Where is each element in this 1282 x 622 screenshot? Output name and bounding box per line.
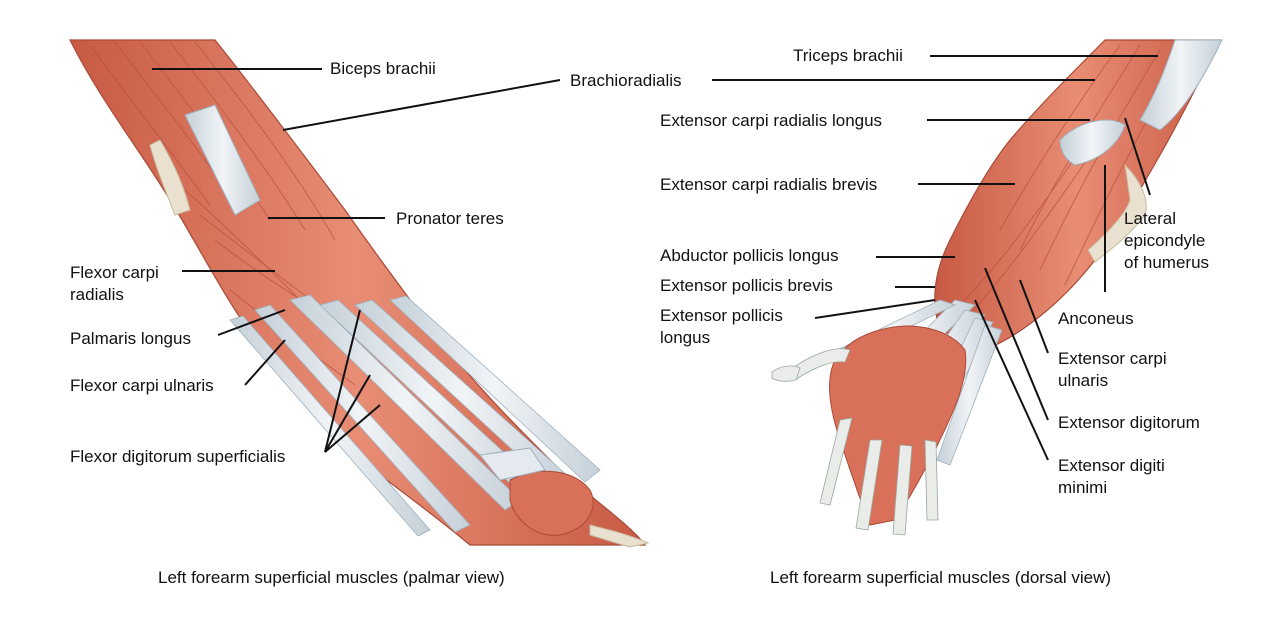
label-flexor-carpi-radialis: Flexor carpi radialis [70,263,159,304]
dorsal-finger-bones [771,348,939,536]
palmar-view-arm [69,39,650,548]
dorsal-view-arm [771,39,1223,536]
leader-extensor-carpi-ulnaris [1019,279,1049,354]
leader-fds-3 [324,404,381,453]
leader-lateral-epicondyle [1124,117,1151,196]
caption-palmar-view: Left forearm superficial muscles (palmar… [158,568,505,587]
label-flexor-carpi-ulnaris: Flexor carpi ulnaris [70,376,214,395]
label-abductor-pollicis-longus: Abductor pollicis longus [660,246,839,265]
label-biceps-brachii: Biceps brachii [330,59,436,78]
dorsal-lateral-epicondyle [1059,119,1126,166]
label-extensor-digitorum: Extensor digitorum [1058,413,1200,432]
label-palmaris-longus: Palmaris longus [70,329,191,348]
leader-brachioradialis [282,79,561,131]
caption-dorsal-view: Left forearm superficial muscles (dorsal… [770,568,1112,587]
leader-extensor-digitorum [984,267,1049,421]
leader-extensor-pollicis-longus [814,299,936,319]
label-anconeus: Anconeus [1058,309,1134,328]
label-extensor-carpi-ulnaris: Extensor carpi ulnaris [1058,349,1167,390]
leader-extensor-digiti-minimi [974,299,1049,461]
dorsal-triceps-tendon [1139,39,1223,131]
label-pronator-teres: Pronator teres [396,209,504,228]
palmar-wrist-tendons [479,447,546,481]
label-extensor-pollicis-brevis: Extensor pollicis brevis [660,276,833,295]
palmar-bicipital-tendon [184,104,261,216]
palmar-leader-lines [152,68,561,453]
leader-flexor-carpi-ulnaris [244,339,286,386]
label-extensor-carpi-radialis-brevis: Extensor carpi radialis brevis [660,175,878,194]
palmar-medial-epicondyle [149,139,191,216]
dorsal-olecranon-bone [1087,163,1147,263]
palmar-tendons [229,294,601,537]
label-extensor-pollicis-longus: Extensor pollicis longus [660,306,783,347]
palmar-thenar-muscles [509,470,594,536]
label-extensor-digiti-minimi: Extensor digiti minimi [1058,456,1165,497]
leader-fds-1 [324,309,361,453]
label-lateral-epicondyle-of-humerus: Lateral epicondyle of humerus [1124,209,1210,272]
leader-fds-2 [324,374,371,453]
leader-palmaris-longus [217,309,286,336]
palmar-hand-edge [589,524,650,548]
label-flexor-digitorum-superficialis: Flexor digitorum superficialis [70,447,286,466]
label-extensor-carpi-radialis-longus: Extensor carpi radialis longus [660,111,883,130]
label-triceps-brachii: Triceps brachii [793,46,903,65]
label-brachioradialis: Brachioradialis [570,71,682,90]
dorsal-leader-lines [712,55,1158,461]
